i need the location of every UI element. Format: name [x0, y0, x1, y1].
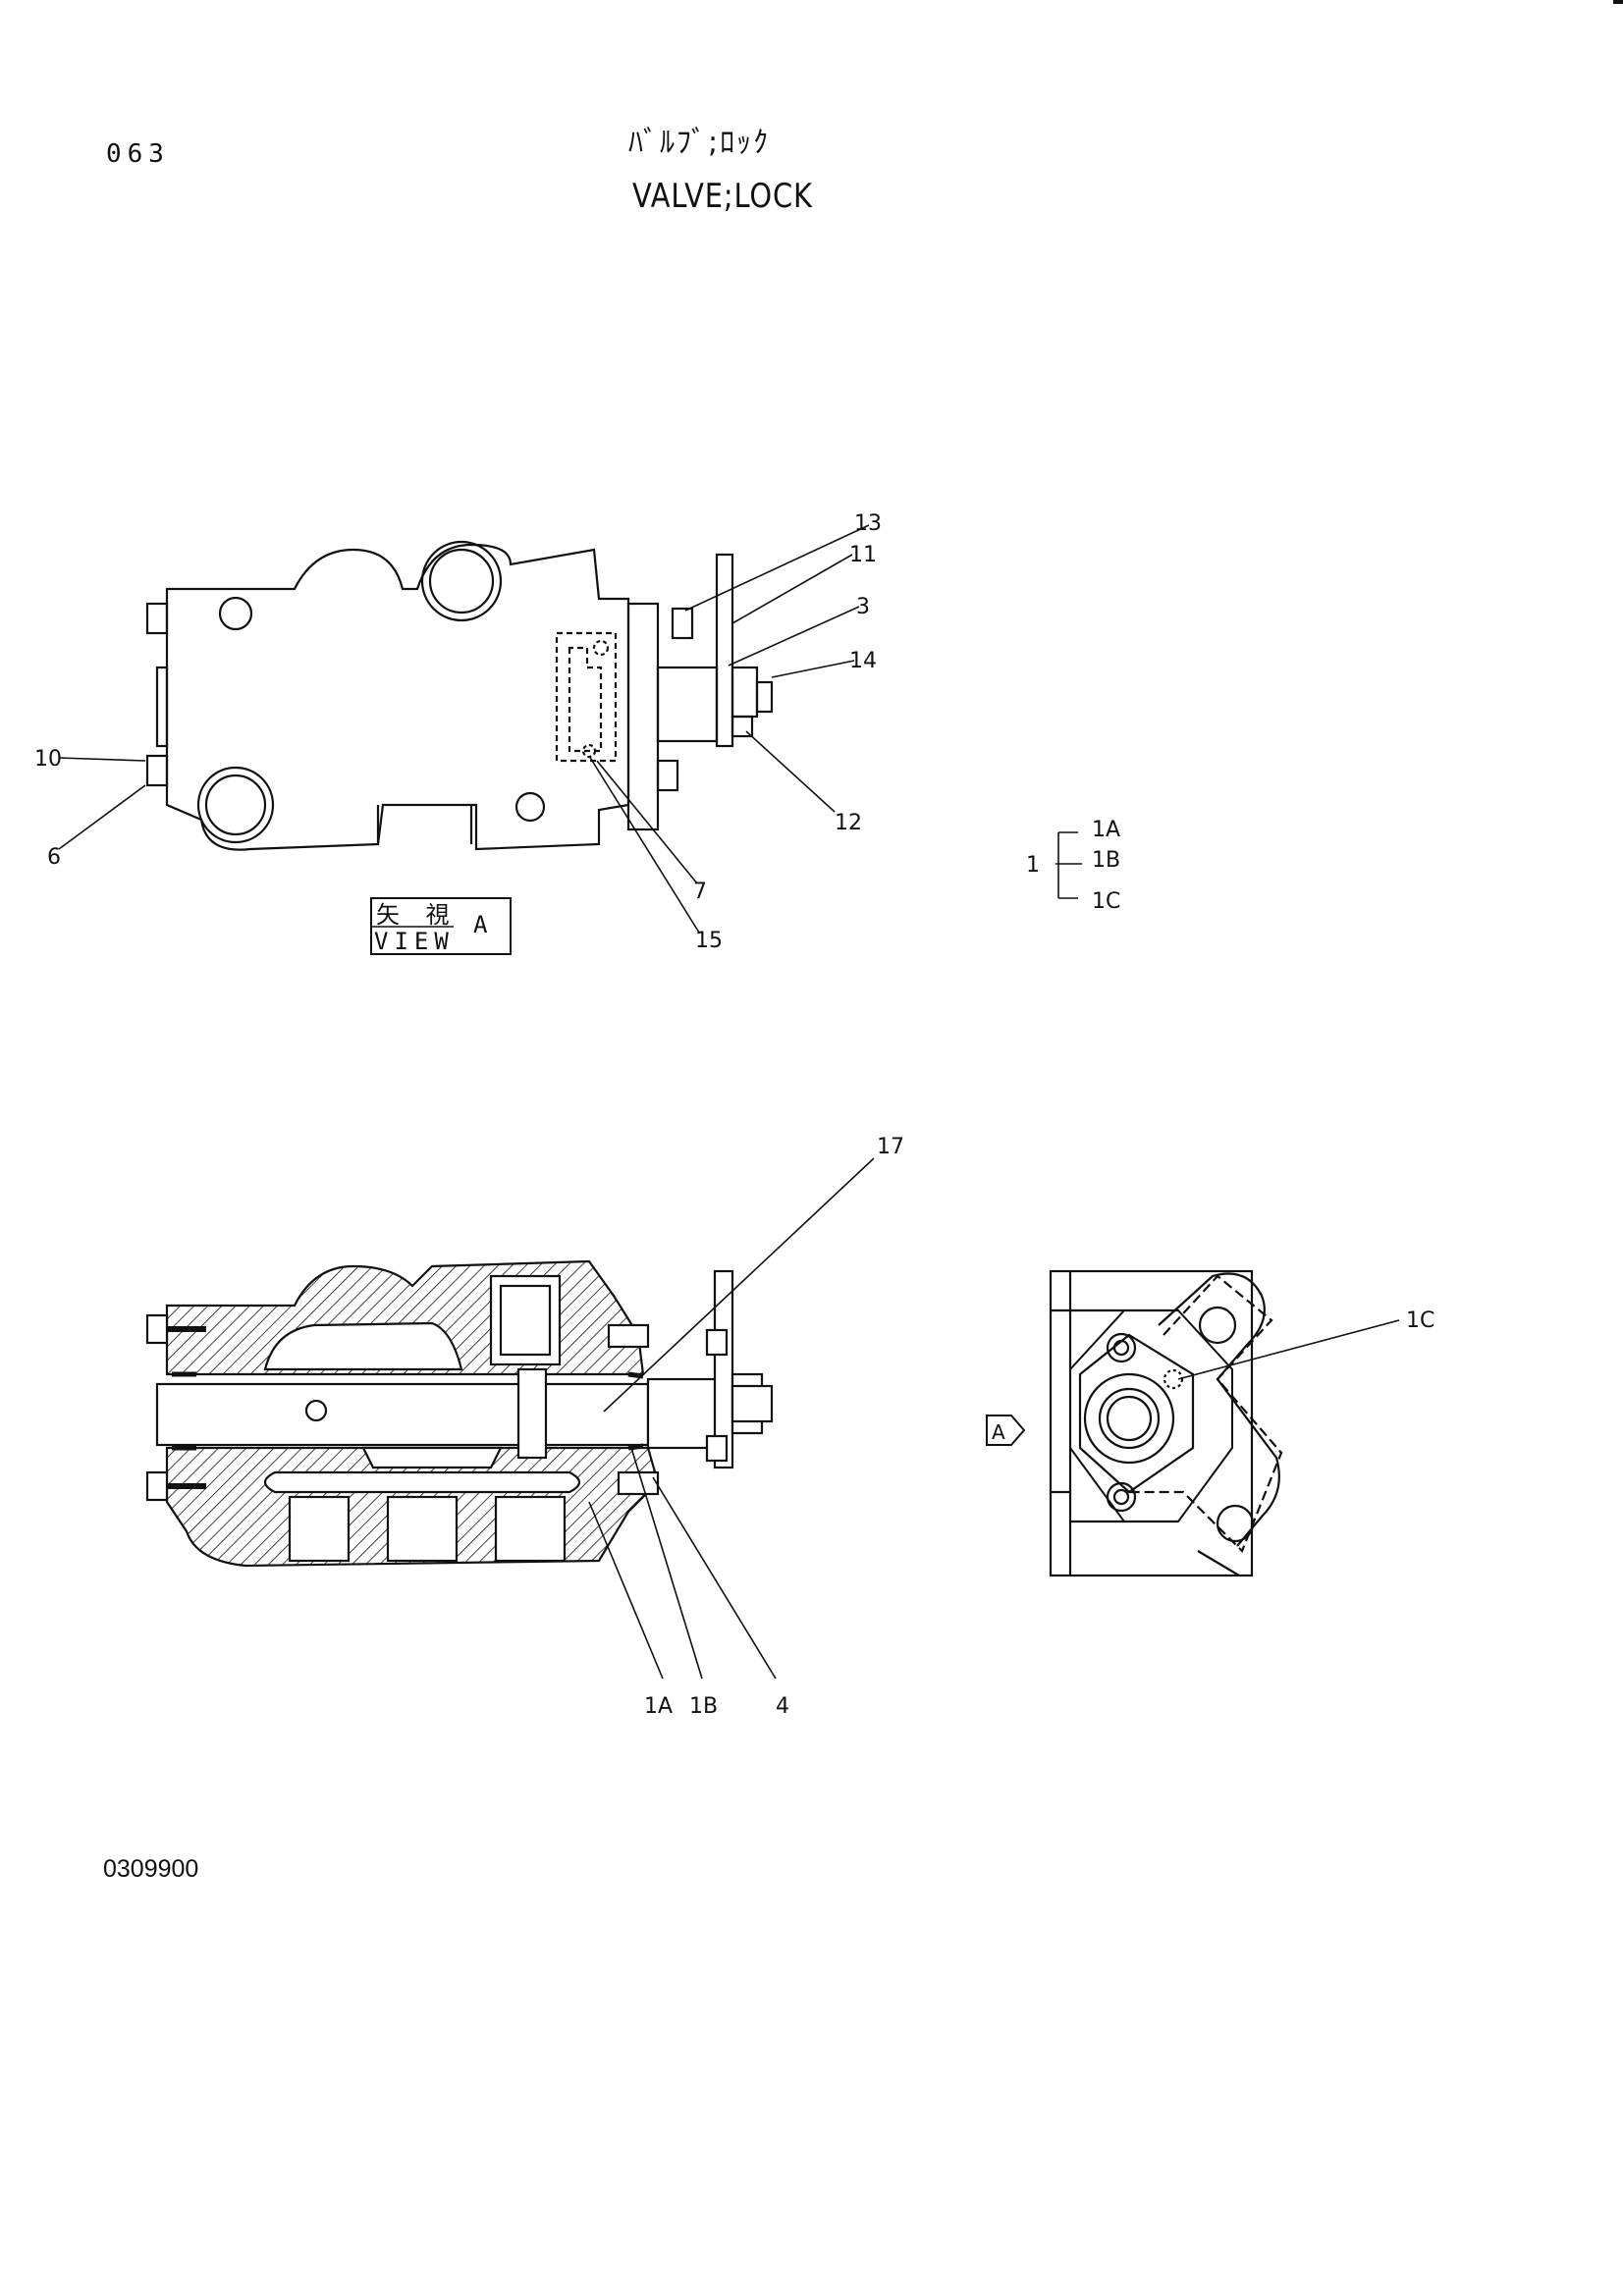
section-bolt-bottom-right — [617, 1470, 660, 1496]
bolt-right-bottom — [656, 759, 679, 792]
page-number: 063 — [106, 139, 170, 169]
subassembly-child-1b: 1B — [1092, 848, 1120, 873]
port-hole-top-left — [218, 596, 253, 631]
port-hole-top — [420, 540, 503, 622]
side-flange-diamond — [1069, 1309, 1233, 1522]
callout-7: 7 — [693, 880, 707, 904]
callout-13: 13 — [854, 511, 882, 536]
side-bolt-bottom-inner — [1112, 1488, 1130, 1506]
washer-12 — [730, 715, 754, 738]
upper-cavity-inner — [499, 1284, 552, 1357]
side-plate-hole-bottom — [1216, 1504, 1255, 1543]
view-arrow-marker: A — [986, 1415, 1026, 1446]
section-bolt-bottom-left — [145, 1470, 169, 1502]
lower-channel-bulge — [361, 1446, 503, 1469]
side-view-valve — [1049, 1269, 1283, 1577]
lower-cavity-1 — [288, 1495, 351, 1563]
side-rotated-plate-dashed — [1129, 1274, 1283, 1553]
internal-channel-dashed — [568, 646, 603, 753]
spool-cap — [626, 602, 660, 831]
bolt-bottom-left — [145, 754, 169, 787]
callout-1b-section: 1B — [689, 1694, 718, 1719]
section-bolt-top-right — [607, 1323, 650, 1349]
side-center-nut-outer — [1083, 1372, 1175, 1465]
corner-mark — [1613, 0, 1623, 4]
view-a-label-box: 矢 視 VIEW A — [370, 897, 512, 955]
section-spool-extension — [646, 1377, 719, 1450]
callout-6: 6 — [47, 845, 61, 870]
subassembly-child-1a: 1A — [1092, 818, 1120, 842]
callout-11: 11 — [849, 543, 877, 567]
spool-pin-hole — [304, 1399, 328, 1422]
top-view-valve — [145, 540, 774, 851]
callout-17: 17 — [877, 1135, 904, 1159]
title-japanese: ﾊﾞﾙﾌﾞ;ﾛｯｸ — [628, 126, 771, 160]
side-flange-diamond-inner — [1078, 1333, 1195, 1494]
callout-1a-section: 1A — [644, 1694, 673, 1719]
section-view-valve — [145, 1259, 774, 1568]
top-view-leaders — [58, 524, 870, 934]
callout-14: 14 — [849, 649, 877, 673]
lower-channel — [263, 1470, 581, 1494]
side-bolt-top — [1106, 1332, 1137, 1363]
callout-12: 12 — [835, 811, 862, 835]
callout-1c-side: 1C — [1406, 1308, 1434, 1333]
document-code: 0309900 — [103, 1855, 199, 1883]
subassembly-child-1c: 1C — [1092, 889, 1120, 914]
internal-part-dashed — [555, 631, 618, 763]
section-bolt-top-left — [145, 1313, 169, 1345]
side-bolt-bottom — [1106, 1481, 1137, 1513]
subassembly-tree — [1055, 831, 1082, 899]
callout-4: 4 — [776, 1694, 789, 1719]
bottom-channel — [376, 805, 473, 844]
left-channel — [263, 1321, 463, 1371]
subassembly-parent: 1 — [1026, 853, 1040, 878]
title-english: VALVE;LOCK — [632, 177, 813, 216]
lower-cavity-3 — [494, 1495, 567, 1563]
side-center-nut-inner — [1106, 1395, 1153, 1442]
stud-13 — [671, 607, 694, 640]
spool-neck — [516, 1367, 548, 1460]
callout-3: 3 — [856, 595, 870, 619]
left-plate — [155, 666, 169, 748]
view-letter: A — [473, 911, 493, 938]
internal-hole-dashed — [592, 639, 610, 657]
bolt-top-left — [145, 602, 169, 635]
side-bolt-top-inner — [1112, 1339, 1130, 1357]
view-kanji: 矢 視 — [376, 901, 455, 929]
side-plate-hole-top — [1198, 1306, 1237, 1345]
section-view-leaders — [588, 1157, 875, 1680]
view-word: VIEW — [374, 928, 455, 955]
lower-cavity-2 — [386, 1495, 459, 1563]
side-center-nut — [1098, 1387, 1161, 1450]
section-nut-inner — [730, 1384, 774, 1423]
section-stud-bottom — [705, 1434, 729, 1463]
port-hole-bottom-left — [196, 766, 275, 844]
section-stud-top — [705, 1328, 729, 1357]
nut-14-inner — [755, 680, 774, 714]
section-flange — [713, 1269, 734, 1469]
side-dashed-hole — [1163, 1368, 1184, 1390]
callout-10: 10 — [34, 747, 62, 772]
flange-plate — [715, 553, 734, 748]
top-view-body-outline — [165, 543, 630, 851]
view-arrow-letter: A — [992, 1420, 1005, 1444]
port-hole-bottom-left-inner — [204, 774, 267, 836]
callout-15: 15 — [695, 929, 723, 953]
side-view-leaders — [1177, 1319, 1400, 1380]
spindle — [656, 666, 719, 743]
port-hole-bottom — [514, 791, 546, 823]
side-rotated-plate — [1158, 1272, 1280, 1547]
nut-14 — [730, 666, 759, 719]
port-hole-top-inner — [428, 548, 495, 614]
spool — [155, 1382, 650, 1447]
